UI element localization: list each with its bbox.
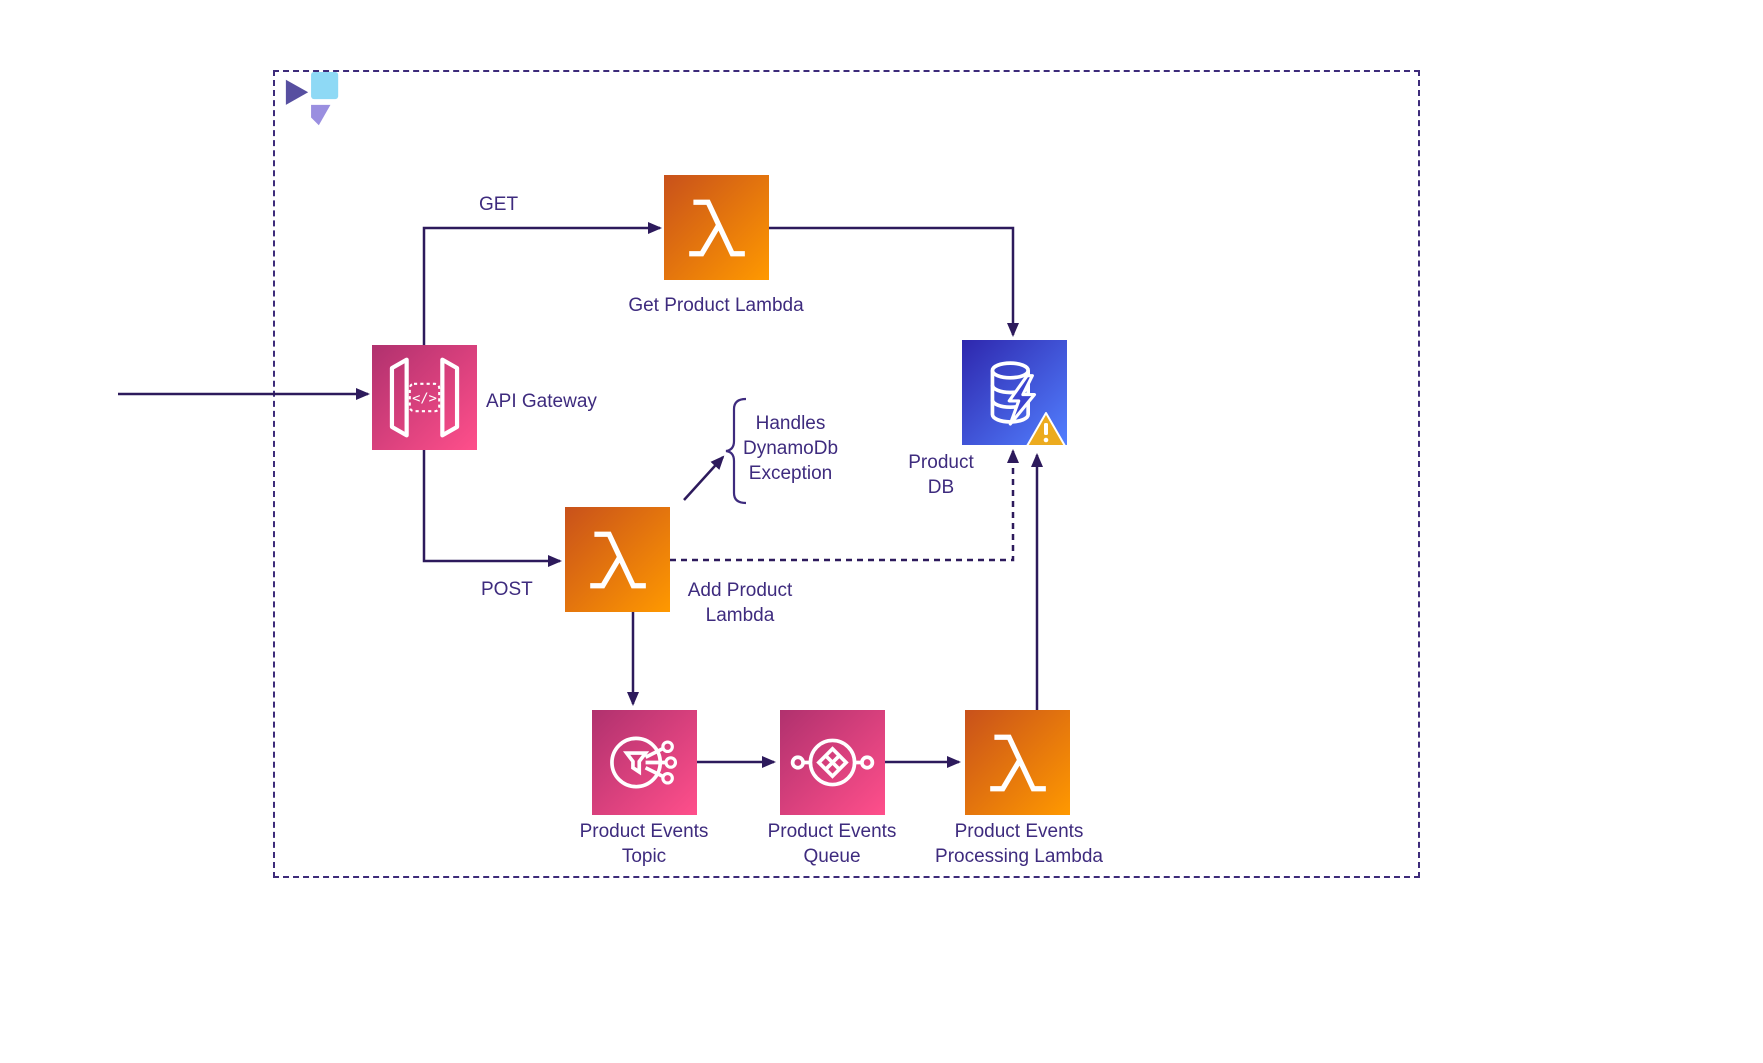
product-events-topic-node [592, 710, 697, 815]
edge-getlambda-to-db [769, 226, 1019, 337]
api-gateway-node: </> [372, 345, 477, 450]
product-events-queue-node [780, 710, 885, 815]
edge-get [422, 222, 662, 345]
product-events-processing-lambda-node [965, 710, 1070, 815]
get-product-lambda-node [664, 175, 769, 280]
sqs-queue-icon [790, 738, 875, 787]
lambda-icon [689, 199, 745, 257]
svg-text:</>: </> [412, 391, 437, 407]
add-product-lambda-label: Add Product Lambda [687, 580, 793, 626]
add-product-lambda-node [565, 507, 670, 612]
curly-brace [725, 397, 747, 505]
edge-addlambda-to-db-dashed [670, 449, 1019, 562]
lambda-icon [990, 734, 1046, 792]
diagram-frame [273, 70, 1420, 878]
api-gateway-icon: </> [389, 357, 460, 438]
api-gateway-label: API Gateway [486, 391, 597, 412]
product-events-queue-label: Product Events Queue [767, 821, 897, 867]
product-db-label: Product DB [908, 452, 974, 498]
sns-topic-icon [610, 736, 678, 789]
diagram-tool-logo [282, 70, 344, 138]
get-product-lambda-label: Get Product Lambda [628, 295, 804, 316]
post-edge-label: POST [481, 579, 533, 600]
edge-post [422, 450, 562, 567]
warning-badge [1024, 410, 1068, 450]
logo-icon [285, 71, 339, 126]
product-events-processing-lambda-label: Product Events Processing Lambda [935, 821, 1103, 867]
get-edge-label: GET [479, 194, 519, 215]
lambda-icon [590, 531, 646, 589]
database-lightning-icon [990, 361, 1037, 426]
handles-exception-annotation: Handles DynamoDb Exception [742, 413, 839, 484]
warning-triangle-icon [1026, 412, 1066, 447]
product-events-topic-label: Product Events Topic [579, 821, 709, 867]
edge-addlambda-to-annotation [683, 455, 725, 501]
